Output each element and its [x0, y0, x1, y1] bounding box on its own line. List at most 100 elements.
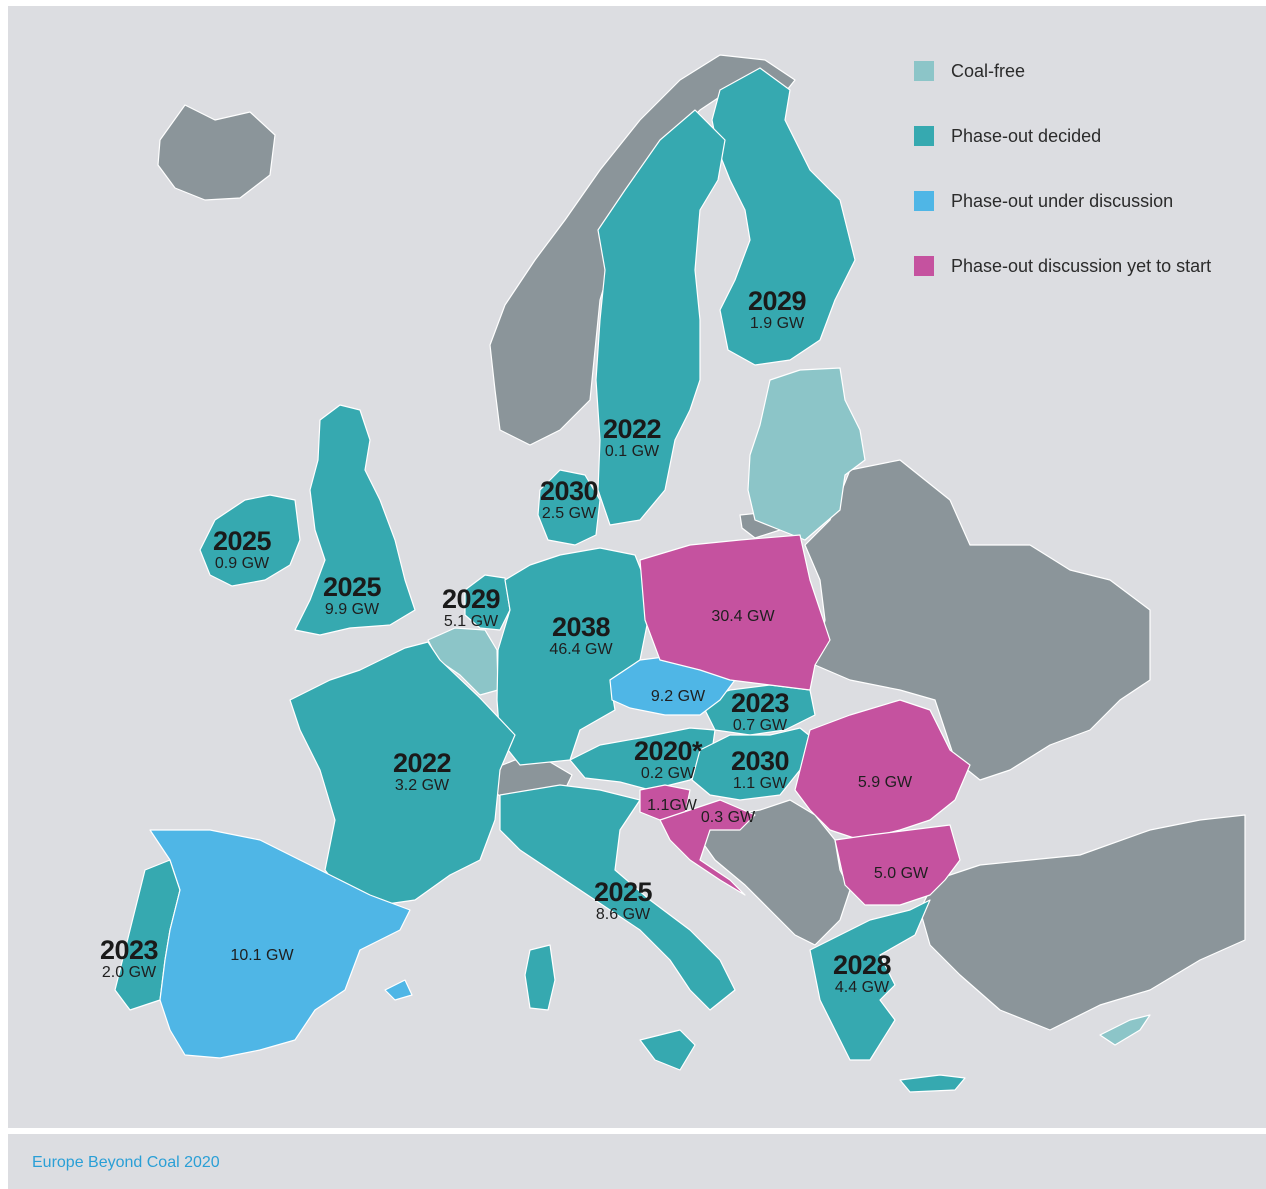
france-shape — [289, 641, 516, 906]
label-hungary: 2030 1.1 GW — [730, 746, 790, 792]
legend-swatch-under-discussion — [914, 191, 934, 211]
year-sweden: 2022 — [602, 414, 662, 444]
slovakia-shape — [699, 684, 816, 736]
legend-label-yet-to-start: Phase-out discussion yet to start — [951, 255, 1212, 276]
capacity-italy: 8.6 GW — [595, 906, 651, 923]
capacity-bulgaria: 5.0 GW — [873, 865, 929, 882]
finland-shape — [711, 67, 856, 366]
netherlands-shape — [464, 574, 511, 631]
yet-to-start-countries — [639, 534, 971, 906]
crete — [899, 1074, 966, 1093]
italy-shape — [499, 784, 736, 1011]
russia-belarus-ukraine — [804, 459, 1151, 781]
capacity-sweden: 0.1 GW — [604, 443, 660, 460]
label-netherlands: 2029 5.1 GW — [441, 584, 501, 630]
legend-swatch-coal-free — [914, 61, 934, 81]
label-italy: 2025 8.6 GW — [593, 877, 653, 923]
year-finland: 2029 — [747, 286, 807, 316]
label-ireland: 2025 0.9 GW — [212, 526, 272, 572]
coal-free-countries — [427, 367, 1151, 1046]
capacity-slovakia: 0.7 GW — [732, 717, 788, 734]
label-uk: 2025 9.9 GW — [322, 572, 382, 618]
capacity-portugal: 2.0 GW — [101, 964, 157, 981]
footer: Europe Beyond Coal 2020 — [8, 1134, 1266, 1189]
capacity-greece: 4.4 GW — [834, 979, 890, 996]
year-netherlands: 2029 — [441, 584, 501, 614]
legend-label-phase-out-decided: Phase-out decided — [951, 125, 1102, 146]
label-germany: 2038 46.4 GW — [549, 614, 612, 658]
label-greece: 2028 4.4 GW — [832, 950, 892, 996]
year-slovakia: 2023 — [730, 688, 790, 718]
capacity-slovenia: 1.1GW — [647, 797, 697, 814]
year-hungary: 2030 — [730, 746, 790, 776]
label-sweden: 2022 0.1 GW — [602, 414, 662, 460]
bulgaria-shape — [834, 824, 961, 906]
legend-item-phase-out-decided: Phase-out decided — [914, 121, 1211, 151]
legend-label-under-discussion: Phase-out under discussion — [951, 190, 1174, 211]
label-austria: 2020* 0.2 GW — [633, 736, 703, 782]
spain-shape — [149, 829, 411, 1059]
label-croatia: 0.3 GW — [701, 809, 755, 826]
legend-item-coal-free: Coal-free — [914, 56, 1211, 86]
label-romania: 5.9 GW — [858, 774, 912, 791]
non-eu-countries — [157, 54, 1246, 1031]
legend-swatch-yet-to-start — [914, 256, 934, 276]
capacity-germany: 46.4 GW — [549, 641, 613, 658]
label-poland: 30.4 GW — [711, 608, 774, 625]
year-france: 2022 — [392, 748, 452, 778]
map-panel: Coal-free Phase-out decided Phase-out un… — [8, 6, 1266, 1128]
iceland — [157, 104, 276, 201]
romania-shape — [794, 699, 971, 841]
greece-shape — [809, 899, 931, 1061]
capacity-hungary: 1.1 GW — [732, 775, 788, 792]
legend-label-coal-free: Coal-free — [951, 60, 1026, 81]
ireland-shape — [199, 494, 301, 587]
label-czechia: 9.2 GW — [651, 688, 705, 705]
capacity-netherlands: 5.1 GW — [443, 613, 499, 630]
year-greece: 2028 — [832, 950, 892, 980]
label-finland: 2029 1.9 GW — [747, 286, 807, 332]
europe-map — [114, 54, 1246, 1093]
year-austria: 2020* — [633, 736, 703, 766]
capacity-denmark: 2.5 GW — [541, 505, 597, 522]
croatia-shape — [659, 799, 756, 896]
sicily — [639, 1029, 696, 1071]
label-portugal: 2023 2.0 GW — [99, 935, 159, 981]
phase-out-decided-countries — [114, 67, 966, 1093]
cyprus — [1099, 1014, 1151, 1046]
legend-item-yet-to-start: Phase-out discussion yet to start — [914, 251, 1211, 281]
year-germany: 2038 — [551, 612, 611, 642]
label-slovenia: 1.1GW — [647, 797, 697, 814]
capacity-finland: 1.9 GW — [749, 315, 805, 332]
denmark-shape — [537, 469, 601, 546]
legend-item-under-discussion: Phase-out under discussion — [914, 186, 1211, 216]
label-slovakia: 2023 0.7 GW — [730, 688, 790, 734]
sardinia — [524, 944, 556, 1011]
capacity-spain: 10.1 GW — [230, 947, 294, 964]
year-portugal: 2023 — [99, 935, 159, 965]
legend: Coal-free Phase-out decided Phase-out un… — [914, 56, 1211, 316]
capacity-croatia: 0.3 GW — [700, 809, 756, 826]
capacity-ireland: 0.9 GW — [214, 555, 270, 572]
capacity-czechia: 9.2 GW — [650, 688, 706, 705]
capacity-france: 3.2 GW — [394, 777, 450, 794]
baltics — [747, 367, 866, 541]
capacity-poland: 30.4 GW — [711, 608, 775, 625]
label-france: 2022 3.2 GW — [392, 748, 452, 794]
label-denmark: 2030 2.5 GW — [539, 476, 599, 522]
year-denmark: 2030 — [539, 476, 599, 506]
year-ireland: 2025 — [212, 526, 272, 556]
label-spain: 10.1 GW — [230, 947, 293, 964]
year-italy: 2025 — [593, 877, 653, 907]
balearics — [384, 979, 413, 1001]
uk-shape — [294, 404, 416, 636]
sweden-shape — [595, 109, 726, 526]
year-uk: 2025 — [322, 572, 382, 602]
footer-credit: Europe Beyond Coal 2020 — [32, 1154, 220, 1171]
label-bulgaria: 5.0 GW — [874, 865, 928, 882]
capacity-austria: 0.2 GW — [640, 765, 696, 782]
capacity-uk: 9.9 GW — [324, 601, 380, 618]
capacity-romania: 5.9 GW — [857, 774, 913, 791]
poland-shape — [639, 534, 831, 691]
legend-swatch-phase-out-decided — [914, 126, 934, 146]
